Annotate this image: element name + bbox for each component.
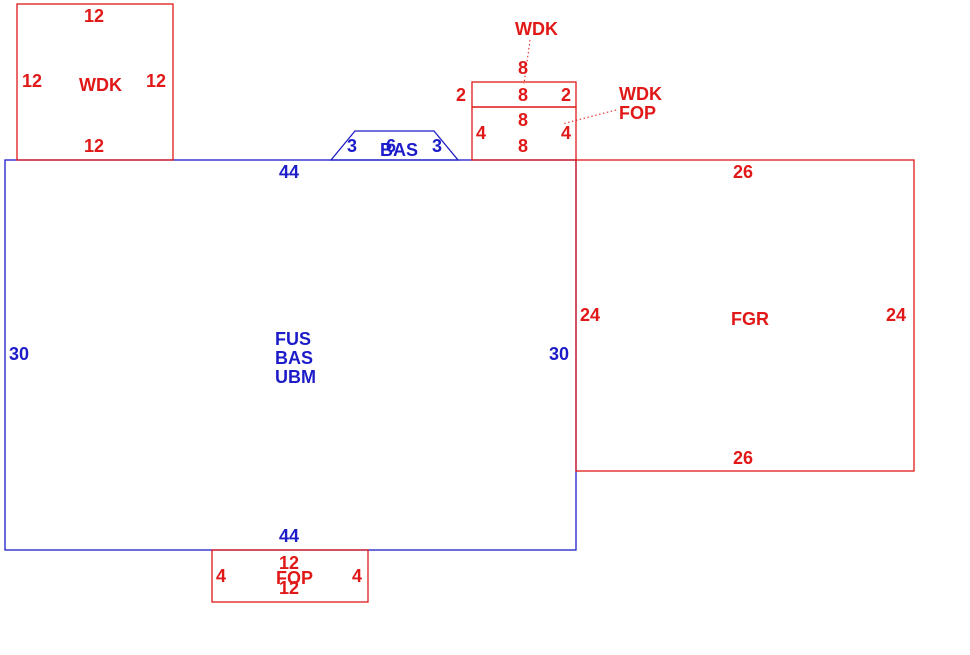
porch-small-bottom-dim: 8 [518,136,528,156]
porch-front-left-dim: 4 [216,566,226,586]
deck-nw-outline [16,3,174,161]
garage-code: FGR [731,309,769,329]
deck-small-right-dim: 2 [561,85,571,105]
garage-top-dim: 26 [733,162,753,182]
main-house-code-3: UBM [275,367,316,387]
garage-left-dim: 24 [580,305,600,325]
garage-outline [575,159,915,472]
bay-left-dim: 3 [347,136,357,156]
main-house-bottom-dim: 44 [279,526,299,546]
bay-top-dim: 6 [386,136,396,156]
porch-front-top-dim: 12 [279,553,299,573]
deck-nw-right-dim: 12 [146,71,166,91]
deck-nw-bottom-dim: 12 [84,136,104,156]
main-house-code-1: FUS [275,329,311,349]
bay-code: BAS [380,140,418,160]
garage-bottom-dim: 26 [733,448,753,468]
porch-front-bottom-dim: 12 [279,578,299,598]
deck-small-top-dim: 8 [518,58,528,78]
main-house-left-dim: 30 [9,344,29,364]
bay-outline [329,130,460,161]
bay-right-dim: 3 [432,136,442,156]
wdk-side-callout: WDK [619,84,662,104]
main-house-right-dim: 30 [549,344,569,364]
deck-small-bottom-dim: 8 [518,85,528,105]
fop-side-callout: FOP [619,103,656,123]
porch-front-right-dim: 4 [352,566,362,586]
wdk-top-callout: WDK [515,19,558,39]
porch-front-code: FOP [276,568,313,588]
porch-small-left-dim: 4 [476,123,486,143]
porch-small-outline [471,106,577,161]
garage-right-dim: 24 [886,305,906,325]
porch-small-right-dim: 4 [561,123,571,143]
main-house-top-dim: 44 [279,162,299,182]
porch-small-top-dim: 8 [518,110,528,130]
deck-small-left-dim: 2 [456,85,466,105]
deck-nw-code: WDK [79,75,122,95]
side-label-leader [561,109,617,125]
porch-front-outline [211,549,369,603]
deck-nw-top-dim: 12 [84,6,104,26]
deck-nw-left-dim: 12 [22,71,42,91]
main-house-code-2: BAS [275,348,313,368]
wdk-top-leader [523,39,531,85]
